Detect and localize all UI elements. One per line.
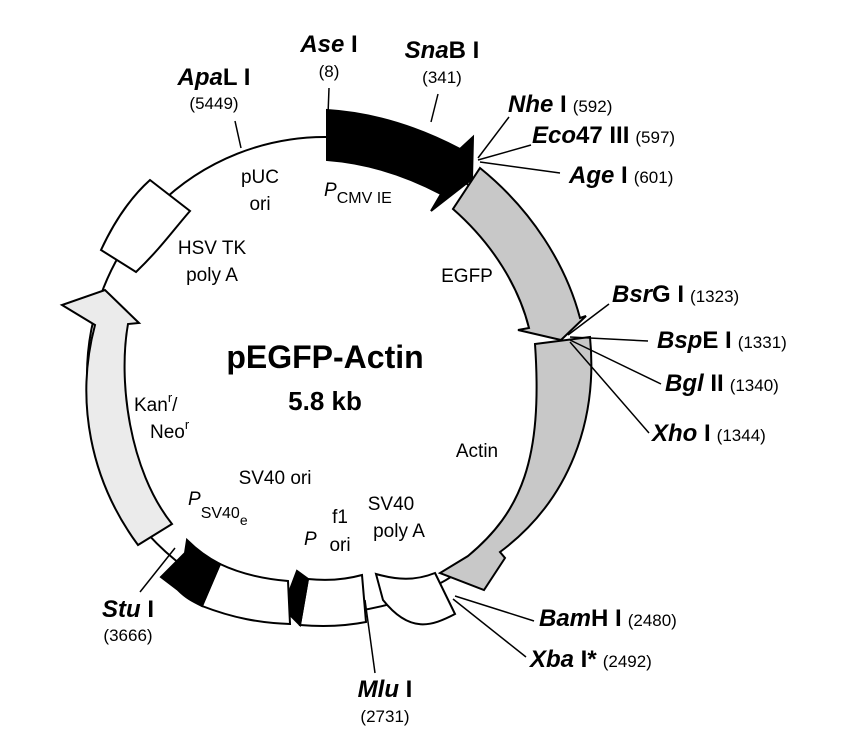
site-eco47: Eco47 III(597): [532, 122, 675, 149]
actin-arrow: [437, 335, 593, 592]
site-bamh: BamH I(2480): [539, 605, 677, 632]
puc-ori-label-line1: pUC: [241, 167, 279, 188]
egfp-label: EGFP: [441, 266, 493, 287]
bgl-leader: [569, 339, 662, 385]
site-xba: Xba I*(2492): [528, 646, 652, 673]
site-ase-pos: (8): [319, 62, 340, 81]
pcmv-label: PCMV IE: [324, 180, 392, 207]
psv40-promoter-arrow: [159, 537, 222, 608]
site-mlu-pos: (2731): [360, 707, 409, 726]
ase-leader: [327, 87, 330, 116]
sv40-ori-label: SV40 ori: [239, 468, 312, 489]
kan-label: Kanr/: [134, 390, 178, 416]
site-nhe: Nhe I(592): [508, 91, 612, 118]
site-bsrg: BsrG I(1323): [612, 281, 739, 308]
age-leader: [479, 161, 561, 174]
site-bspe: BspE I(1331): [657, 327, 787, 354]
site-snab-name: SnaB I: [405, 37, 480, 64]
hsv-tk-label-line1: HSV TK: [178, 238, 247, 259]
p-small-label: P: [304, 529, 317, 550]
snab-leader: [430, 93, 439, 123]
site-apal-name: ApaL I: [177, 64, 251, 91]
site-age: Age I(601): [568, 162, 673, 189]
sv40-ori-box: [200, 562, 292, 626]
psv40-label-sub: SV40: [201, 505, 240, 522]
site-mlu-name: Mlu I: [358, 676, 413, 703]
kan-neo-arrow: [59, 288, 174, 547]
puc-ori-label-line2: ori: [249, 194, 270, 215]
f1-ori-box: [298, 573, 368, 627]
bamh-leader: [454, 595, 535, 622]
site-xho: Xho I(1344): [650, 420, 766, 447]
site-stu-pos: (3666): [103, 626, 152, 645]
pcmv-label-sub: CMV IE: [337, 190, 392, 207]
actin-label: Actin: [456, 441, 498, 462]
site-apal-pos: (5449): [189, 94, 238, 113]
sv40-polya-box: [374, 571, 457, 626]
bsrg-leader: [567, 303, 610, 336]
hsv-tk-label-line2: poly A: [186, 265, 238, 286]
neo-label: Neor: [150, 417, 190, 443]
site-stu-name: Stu I: [102, 596, 154, 623]
f1-ori-label-line1: f1: [332, 507, 348, 528]
plasmid-name: pEGFP-Actin: [226, 339, 423, 375]
bspe-leader: [569, 336, 649, 342]
stu-leader: [139, 547, 176, 593]
sv40-polya-label-line1: SV40: [368, 494, 414, 515]
site-snab-pos: (341): [422, 68, 462, 87]
sv40-polya-label-line2: poly A: [373, 521, 425, 542]
xba-leader: [452, 598, 527, 658]
psv40-label: PSV40e: [188, 489, 248, 528]
egfp-arrow: [451, 166, 587, 342]
nhe-leader: [477, 116, 510, 159]
site-ase-name: Ase I: [299, 31, 357, 58]
mlu-leader: [364, 599, 376, 674]
psv40-label-subsub: e: [240, 512, 248, 528]
plasmid-size: 5.8 kb: [288, 386, 362, 416]
site-bgl: Bgl II(1340): [665, 370, 779, 397]
eco47-leader: [477, 144, 532, 161]
hsv-tk-polya-box: [99, 178, 192, 274]
apal-leader: [234, 120, 242, 149]
xho-leader: [569, 341, 650, 434]
f1-ori-label-line2: ori: [329, 535, 350, 556]
